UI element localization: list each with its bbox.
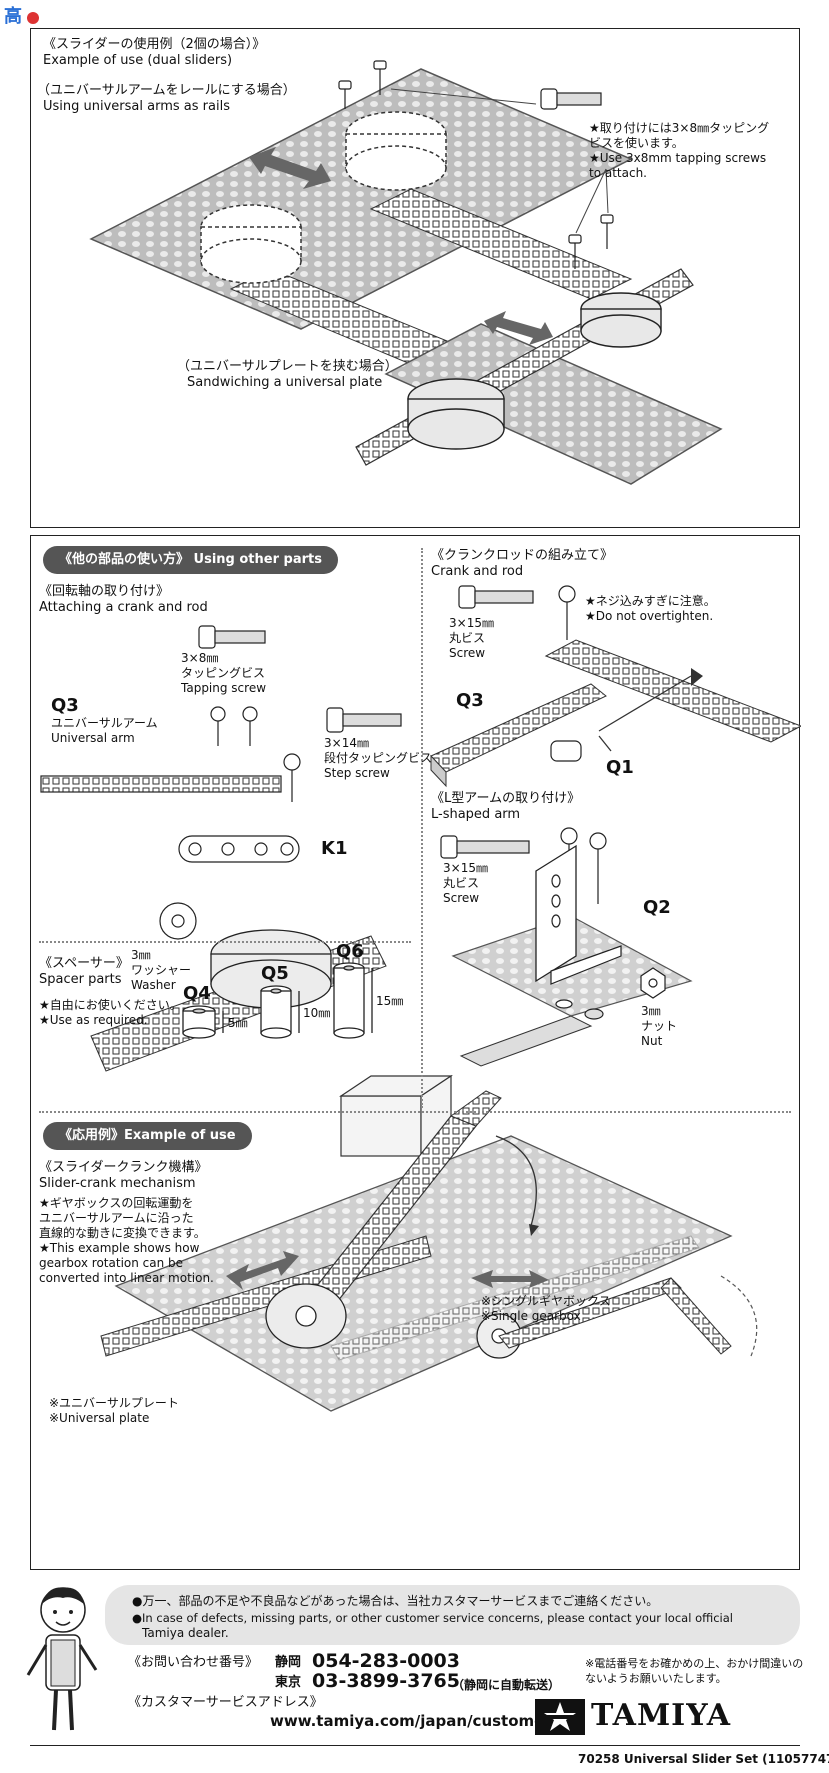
- q3b-label: Q3: [456, 690, 484, 711]
- l-screw-en: Screw: [443, 891, 480, 905]
- l-title-en: L-shaped arm: [431, 807, 521, 822]
- gearbox-label-jp: ※シングルギヤボックス: [481, 1294, 611, 1308]
- address-label: 《カスタマーサービスアドレス》: [128, 1695, 323, 1710]
- support-url-link[interactable]: www.tamiya.com/japan/customer/: [270, 1712, 558, 1730]
- using-other-parts-heading: 《他の部品の使い方》 Using other parts: [43, 546, 338, 574]
- phone-transfer-note: （静岡に自動転送）: [452, 1678, 561, 1692]
- case1-en: Using universal arms as rails: [43, 99, 230, 114]
- washer-size: 3㎜: [131, 948, 151, 962]
- spacer-note-en: ★Use as required.: [39, 1013, 148, 1027]
- app-desc-en-1: ★This example shows how: [39, 1241, 200, 1255]
- contact-label: 《お問い合わせ番号》: [128, 1655, 259, 1670]
- app-desc-en-2: gearbox rotation can be: [39, 1256, 184, 1270]
- rod-note-en: ★Do not overtighten.: [585, 609, 714, 623]
- notice-en-1: ●In case of defects, missing parts, or o…: [132, 1611, 733, 1625]
- plate-label-jp: ※ユニバーサルプレート: [49, 1396, 179, 1410]
- tapping-screw-en: Tapping screw: [181, 681, 267, 695]
- watermark-text: 高: [4, 6, 22, 27]
- q1-label: Q1: [606, 757, 634, 778]
- app-desc-jp-2: ユニバーサルアームに沿った: [39, 1211, 194, 1225]
- tapping-screw-size: 3×8㎜: [181, 651, 219, 665]
- mascot-illustration: [26, 1587, 98, 1731]
- app-title-en: Slider-crank mechanism: [39, 1176, 196, 1191]
- case2-jp: （ユニバーサルプレートを挟む場合）: [177, 359, 398, 374]
- divider-vertical: [421, 548, 423, 1108]
- nut-jp: ナット: [641, 1019, 678, 1033]
- other-parts-illustration: [40, 585, 801, 1412]
- l-screw-size: 3×15㎜: [443, 861, 488, 875]
- app-desc-jp-1: ★ギヤボックスの回転運動を: [39, 1196, 194, 1210]
- note-en-1: ★Use 3x8mm tapping screws: [589, 151, 767, 165]
- tamiya-logo: TAMIYA: [535, 1698, 800, 1736]
- nut-en: Nut: [641, 1034, 663, 1048]
- section-using-other-parts: 《他の部品の使い方》 Using other parts 《回転軸の取り付け》 …: [30, 535, 801, 1570]
- tamiya-star-icon: [535, 1699, 585, 1735]
- k1-label: K1: [321, 838, 348, 859]
- rod-screw-size: 3×15㎜: [449, 616, 494, 630]
- q2-label: Q2: [643, 897, 671, 918]
- note-jp-2: ビスを使います。: [589, 136, 684, 150]
- gearbox-label-en: ※Single gearbox: [481, 1309, 581, 1323]
- app-desc-en-3: converted into linear motion.: [39, 1271, 214, 1285]
- q4-label: Q4: [183, 983, 211, 1004]
- q3-label: Q3: [51, 695, 79, 716]
- watermark-logo: 高: [4, 2, 64, 27]
- spacer-title-en: Spacer parts: [39, 972, 122, 987]
- city-shizuoka: 静岡: [275, 1655, 302, 1670]
- title-en: Example of use (dual sliders): [43, 53, 233, 68]
- step-screw-size: 3×14㎜: [324, 736, 369, 750]
- divider-spacer: [39, 941, 411, 943]
- step-screw-jp: 段付タッピングビス: [324, 751, 433, 765]
- q3-jp: ユニバーサルアーム: [51, 716, 158, 730]
- divider-application: [39, 1111, 791, 1113]
- q4-size: 5㎜: [228, 1016, 248, 1030]
- crank-title-jp: 《回転軸の取り付け》: [39, 584, 170, 599]
- footer-rule: [30, 1745, 800, 1746]
- q3-en: Universal arm: [51, 731, 135, 745]
- watermark-badge-icon: [27, 11, 40, 24]
- note-jp-1: ★取り付けには3×8㎜タッピング: [589, 121, 770, 135]
- rod-note-jp: ★ネジ込みすぎに注意。: [585, 594, 716, 608]
- tapping-screw-jp: タッピングビス: [181, 666, 266, 680]
- title-jp: 《スライダーの使用例（2個の場合）》: [43, 37, 266, 52]
- brand-name: TAMIYA: [591, 1698, 731, 1733]
- q6-size: 15㎜: [376, 994, 404, 1008]
- crank-title-en: Attaching a crank and rod: [39, 600, 208, 615]
- step-screw-en: Step screw: [324, 766, 390, 780]
- q6-label: Q6: [336, 941, 364, 962]
- notice-jp: ●万一、部品の不足や不良品などがあった場合は、当社カスタマーサービスまでご連絡く…: [132, 1594, 659, 1608]
- app-title-jp: 《スライダークランク機構》: [39, 1160, 208, 1175]
- spacer-title-jp: 《スペーサー》: [39, 956, 129, 971]
- case1-jp: （ユニバーサルアームをレールにする場合）: [37, 83, 296, 98]
- dual-sliders-illustration: [89, 60, 723, 485]
- notice-en-2: Tamiya dealer.: [142, 1626, 229, 1640]
- app-desc-jp-3: 直線的な動きに変換できます。: [39, 1226, 206, 1240]
- l-title-jp: 《L型アームの取り付け》: [431, 791, 581, 806]
- product-code: 70258 Universal Slider Set (11057747): [578, 1752, 829, 1766]
- mascot-figure: [18, 1580, 108, 1740]
- rod-screw-en: Screw: [449, 646, 486, 660]
- side-note-1: ※電話番号をお確かめの上、おかけ間違いの: [585, 1657, 804, 1670]
- l-screw-jp: 丸ビス: [443, 876, 480, 890]
- washer-jp: ワッシャー: [131, 963, 192, 977]
- rod-title-jp: 《クランクロッドの組み立て》: [431, 548, 614, 563]
- washer-en: Washer: [131, 978, 176, 992]
- q5-label: Q5: [261, 963, 289, 984]
- city-tokyo: 東京: [275, 1675, 302, 1690]
- rod-title-en: Crank and rod: [431, 564, 524, 579]
- example-of-use-heading: 《応用例》Example of use: [43, 1122, 252, 1150]
- phone-tokyo: 03-3899-3765: [312, 1670, 460, 1692]
- side-note-2: ないようお願いいたします。: [585, 1672, 727, 1685]
- plate-label-en: ※Universal plate: [49, 1411, 150, 1425]
- section-dual-sliders: 《スライダーの使用例（2個の場合）》 Example of use (dual …: [30, 28, 800, 528]
- rod-screw-jp: 丸ビス: [449, 631, 486, 645]
- nut-size: 3㎜: [641, 1004, 661, 1018]
- q5-size: 10㎜: [303, 1006, 331, 1020]
- customer-notice-box: [105, 1585, 800, 1645]
- phone-shizuoka: 054-283-0003: [312, 1650, 460, 1672]
- spacer-note-jp: ★自由にお使いください。: [39, 998, 182, 1012]
- note-en-2: to attach.: [589, 166, 647, 180]
- case2-en: Sandwiching a universal plate: [187, 375, 383, 390]
